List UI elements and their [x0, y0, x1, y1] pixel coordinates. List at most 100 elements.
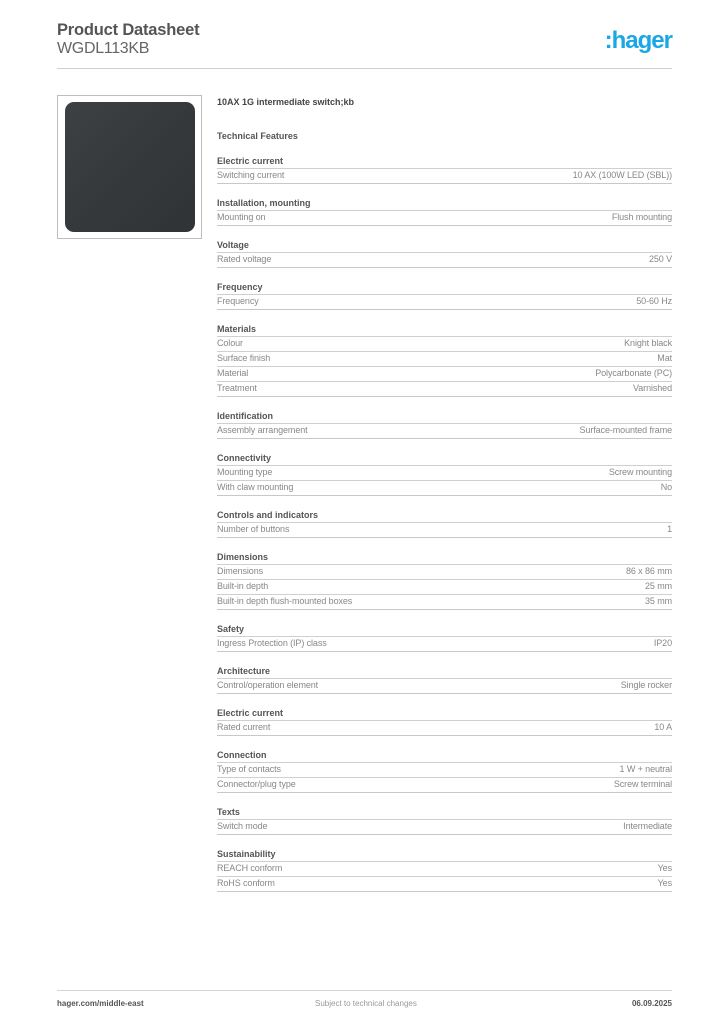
feature-group-title: Installation, mounting: [217, 198, 672, 211]
feature-label: Built-in depth flush-mounted boxes: [217, 596, 353, 606]
feature-label: REACH conform: [217, 863, 283, 873]
page-footer: hager.com/middle-east Subject to technic…: [57, 998, 672, 1010]
feature-row: Mounting on Flush mounting: [217, 211, 672, 226]
feature-group-title: Connection: [217, 750, 672, 763]
feature-label: Switching current: [217, 170, 285, 180]
feature-row: Assembly arrangement Surface-mounted fram…: [217, 424, 672, 439]
feature-value: 250 V: [648, 254, 672, 264]
product-code: WGDL113KB: [57, 40, 150, 57]
feature-row: Colour Knight black: [217, 337, 672, 352]
feature-row: Frequency 50-60 Hz: [217, 295, 672, 310]
feature-label: Mounting type: [217, 467, 273, 477]
product-name: 10AX 1G intermediate switch;kb: [217, 97, 355, 107]
feature-group-title: Sustainability: [217, 849, 672, 862]
feature-group-title: Voltage: [217, 240, 672, 253]
feature-value: 50-60 Hz: [636, 296, 672, 306]
feature-value: 86 x 86 mm: [625, 566, 672, 576]
footer-website-link[interactable]: hager.com/middle-east: [57, 999, 144, 1008]
feature-row: Ingress Protection (IP) class IP20: [217, 637, 672, 652]
hager-logo: :hager: [604, 27, 673, 54]
feature-row: Mounting type Screw mounting: [217, 466, 672, 481]
feature-value: 10 A: [654, 722, 672, 732]
feature-value: Varnished: [633, 383, 672, 393]
feature-value: Yes: [657, 863, 672, 873]
product-image: [65, 102, 195, 232]
feature-group-title: Electric current: [217, 156, 672, 169]
footer-disclaimer: Subject to technical changes: [315, 999, 417, 1008]
feature-row: REACH conform Yes: [217, 862, 672, 877]
feature-row: Rated voltage 250 V: [217, 253, 672, 268]
feature-group-title: Identification: [217, 411, 672, 424]
feature-label: Control/operation element: [217, 680, 319, 690]
feature-value: Single rocker: [620, 680, 672, 690]
feature-label: RoHS conform: [217, 878, 275, 888]
feature-value: Screw mounting: [608, 467, 672, 477]
feature-value: Polycarbonate (PC): [595, 368, 672, 378]
feature-label: Built-in depth: [217, 581, 269, 591]
feature-label: Assembly arrangement: [217, 425, 308, 435]
feature-value: No: [660, 482, 672, 492]
footer-date: 06.09.2025: [631, 999, 672, 1008]
page-header: Product Datasheet WGDL113KB: [57, 20, 672, 58]
feature-label: Ingress Protection (IP) class: [217, 638, 327, 648]
header-divider: [57, 68, 672, 69]
feature-label: Number of buttons: [217, 524, 290, 534]
footer-divider: [57, 990, 672, 991]
feature-row: Type of contacts 1 W + neutral: [217, 763, 672, 778]
feature-label: Colour: [217, 338, 243, 348]
feature-group-title: Architecture: [217, 666, 672, 679]
feature-row: Built-in depth flush-mounted boxes 35 mm: [217, 595, 672, 610]
feature-label: Connector/plug type: [217, 779, 296, 789]
feature-row: Dimensions 86 x 86 mm: [217, 565, 672, 580]
feature-value: 35 mm: [644, 596, 672, 606]
feature-label: Rated voltage: [217, 254, 272, 264]
feature-value: Knight black: [624, 338, 672, 348]
feature-label: With claw mounting: [217, 482, 294, 492]
feature-value: Flush mounting: [611, 212, 672, 222]
feature-label: Dimensions: [217, 566, 264, 576]
technical-features-heading: Technical Features: [217, 131, 298, 141]
feature-label: Frequency: [217, 296, 259, 306]
feature-group-title: Frequency: [217, 282, 672, 295]
product-image-frame: [57, 95, 202, 239]
feature-group-title: Texts: [217, 807, 672, 820]
feature-label: Switch mode: [217, 821, 268, 831]
feature-label: Treatment: [217, 383, 257, 393]
feature-group-title: Electric current: [217, 708, 672, 721]
feature-row: Control/operation element Single rocker: [217, 679, 672, 694]
feature-value: Mat: [657, 353, 672, 363]
feature-label: Material: [217, 368, 249, 378]
feature-label: Mounting on: [217, 212, 266, 222]
feature-value: 25 mm: [644, 581, 672, 591]
feature-label: Surface finish: [217, 353, 271, 363]
feature-group-title: Materials: [217, 324, 672, 337]
feature-row: Surface finish Mat: [217, 352, 672, 367]
feature-label: Type of contacts: [217, 764, 281, 774]
feature-group-title: Controls and indicators: [217, 510, 672, 523]
feature-value: 1: [667, 524, 672, 534]
feature-value: IP20: [653, 638, 672, 648]
feature-value: Surface-mounted frame: [579, 425, 673, 435]
feature-row: Material Polycarbonate (PC): [217, 367, 672, 382]
feature-row: Built-in depth 25 mm: [217, 580, 672, 595]
feature-group-title: Connectivity: [217, 453, 672, 466]
feature-value: 1 W + neutral: [619, 764, 673, 774]
